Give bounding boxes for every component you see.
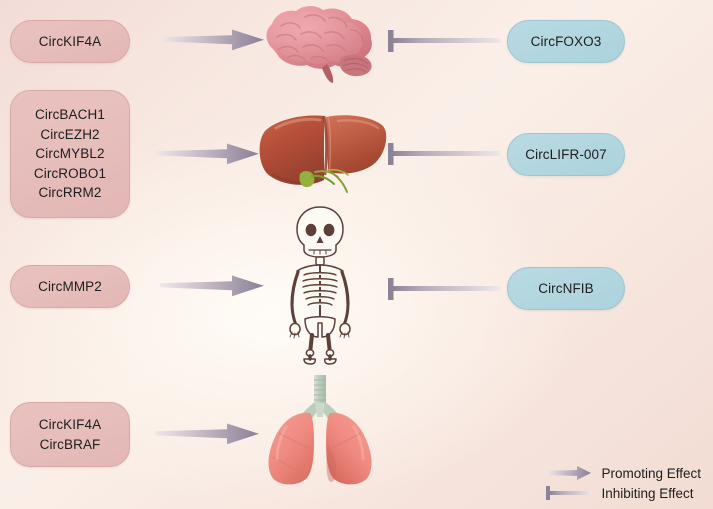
node-label: CircMMP2 <box>38 278 102 294</box>
inhibiting-bar-liver <box>388 143 500 165</box>
right-node-brain[interactable]: CircFOXO3 <box>507 20 625 63</box>
right-node-liver[interactable]: CircLIFR-007 <box>507 133 625 176</box>
inhibiting-bar-bone <box>388 278 500 300</box>
liver-organ <box>252 108 390 194</box>
node-label: CircFOXO3 <box>530 33 602 49</box>
promoting-arrow-brain <box>160 28 265 52</box>
promoting-arrow-liver <box>155 142 260 166</box>
node-label: CircBRAF <box>39 436 101 452</box>
node-label: CircKIF4A <box>38 33 102 49</box>
node-label: CircNFIB <box>538 280 594 296</box>
left-node-brain[interactable]: CircKIF4A <box>10 20 130 63</box>
node-label: CircROBO1 <box>33 165 107 181</box>
legend-item-promoting: Promoting Effect <box>546 465 701 481</box>
node-label: CircBACH1 <box>35 107 105 123</box>
brain-organ <box>255 2 385 84</box>
skeleton-organ <box>274 203 366 366</box>
inhibiting-bar-brain <box>388 30 500 52</box>
promoting-arrow-lung <box>155 422 260 446</box>
node-label: CircKIF4A <box>38 417 102 432</box>
promoting-arrow-bone <box>160 274 265 298</box>
node-label: CircLIFR-007 <box>525 146 607 162</box>
t-bar-icon <box>546 485 593 501</box>
left-node-liver[interactable]: CircBACH1 CircEZH2 CircMYBL2 CircROBO1 C… <box>10 90 130 218</box>
right-node-bone[interactable]: CircNFIB <box>507 267 625 310</box>
legend-label: Inhibiting Effect <box>601 485 694 501</box>
lungs-organ <box>252 373 388 497</box>
node-label: CircRRM2 <box>38 185 102 201</box>
node-label: CircEZH2 <box>40 126 100 142</box>
node-label: CircMYBL2 <box>35 146 105 162</box>
legend: Promoting Effect Inhibiting Effect <box>546 465 701 501</box>
left-node-lung[interactable]: CircKIF4A CircBRAF <box>10 402 130 467</box>
arrow-right-icon <box>546 465 592 481</box>
left-node-bone[interactable]: CircMMP2 <box>10 265 130 308</box>
legend-item-inhibiting: Inhibiting Effect <box>546 485 701 501</box>
legend-label: Promoting Effect <box>601 465 701 481</box>
